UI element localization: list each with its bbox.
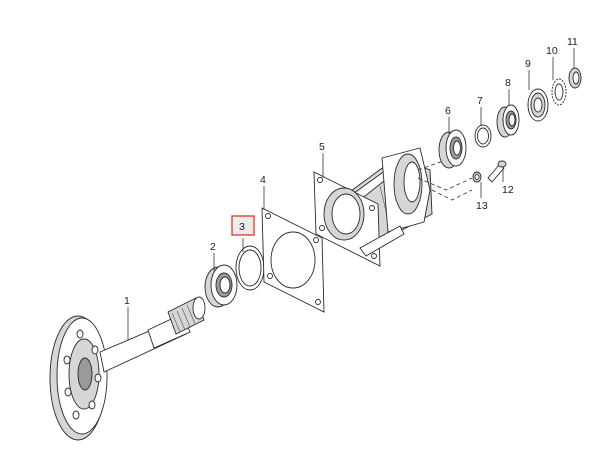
callout-2[interactable]: 2 (210, 241, 216, 253)
highlight-box (231, 215, 255, 236)
part-7-snap-ring[interactable] (474, 124, 492, 148)
part-3-retaining-ring[interactable] (235, 245, 265, 291)
part-10-lock-washer[interactable] (551, 78, 567, 106)
callout-5[interactable]: 5 (319, 141, 325, 153)
callout-6[interactable]: 6 (445, 105, 451, 117)
callout-8[interactable]: 8 (505, 77, 511, 89)
leader-lines (127, 48, 575, 340)
part-8-bearing[interactable] (496, 104, 520, 138)
part-12-bolt[interactable] (487, 160, 507, 183)
part-11-nut[interactable] (568, 67, 582, 89)
callout-3: 3 (239, 221, 245, 233)
callout-3-highlight[interactable]: 3 (231, 215, 255, 236)
part-2-bearing[interactable] (204, 264, 238, 308)
callout-13[interactable]: 13 (476, 200, 488, 212)
part-9-washer[interactable] (527, 88, 549, 122)
part-6-bearing[interactable] (438, 129, 467, 169)
part-1-flanged-shaft[interactable] (49, 296, 206, 441)
callout-12[interactable]: 12 (502, 184, 514, 196)
callout-11[interactable]: 11 (567, 36, 578, 48)
callout-1[interactable]: 1 (124, 295, 130, 307)
callout-4[interactable]: 4 (260, 174, 266, 186)
callout-7[interactable]: 7 (477, 95, 483, 107)
part-5-housing[interactable] (313, 147, 433, 267)
callout-10[interactable]: 10 (546, 45, 558, 57)
callout-9[interactable]: 9 (525, 58, 531, 70)
part-13-small-washer[interactable] (472, 171, 482, 183)
part-4-gasket-plate[interactable] (261, 207, 325, 313)
